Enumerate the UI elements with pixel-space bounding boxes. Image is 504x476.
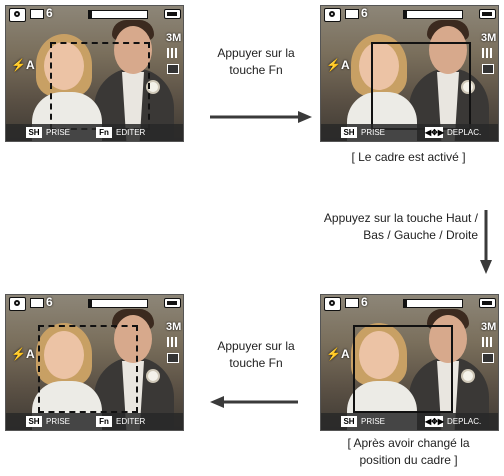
nav-key-label: DEPLAC. [447,128,482,137]
fn-key: Fn [96,127,112,138]
battery-icon [164,9,181,19]
instruction-line: Appuyer sur la [217,339,295,353]
focus-frame [353,325,453,413]
zoom-bar [403,10,463,19]
focus-frame [371,42,471,130]
nav-key: ◀✥▶ [425,416,445,427]
instruction-line: Appuyez sur la touche Haut / [323,211,478,225]
camera-screen-frame-active: 6 3M ⚡A SH PRISE ◀✥▶ DEPLAC. [320,5,499,142]
image-size-icon [30,298,44,308]
battery-icon [479,9,496,19]
metering-icon [167,64,179,74]
caption-frame-moved: [ Après avoir changé la position du cadr… [320,435,497,469]
camera-screen-initial: 6 3M ⚡A SH PRISE Fn EDITER [5,5,184,142]
focus-frame [38,325,138,413]
instruction-line: touche Fn [229,356,283,370]
shutter-key: SH [26,416,42,427]
fn-key-label: EDITER [116,417,146,426]
resolution-label: 3M [481,321,497,333]
status-bar: 6 [321,6,498,22]
shutter-key: SH [341,127,357,138]
fn-key-label: EDITER [116,128,146,137]
key-guide-bar: SH PRISE Fn EDITER [6,413,183,430]
shutter-key-label: PRISE [46,128,71,137]
flash-auto-icon: ⚡A [11,347,35,361]
zoom-bar [88,10,148,19]
quality-icon [167,48,179,58]
camera-screen-frame-moved: 6 3M ⚡A SH PRISE ◀✥▶ DEPLAC. [320,294,499,431]
arrow-down-icon [480,210,492,274]
camera-mode-icon [9,8,26,22]
quality-icon [167,337,179,347]
status-bar: 6 [321,295,498,311]
caption-frame-activated: [ Le cadre est activé ] [320,149,497,166]
shutter-key-label: PRISE [361,417,386,426]
focus-frame [50,42,150,130]
key-guide-bar: SH PRISE Fn EDITER [6,124,183,141]
flash-auto-icon: ⚡A [11,58,35,72]
caption-line: position du cadre ] [359,453,458,467]
instruction-line: touche Fn [229,63,283,77]
shot-count: 6 [46,6,53,20]
key-guide-bar: SH PRISE ◀✥▶ DEPLAC. [321,124,498,141]
shutter-key: SH [26,127,42,138]
nav-key: ◀✥▶ [425,127,445,138]
resolution-label: 3M [481,32,497,44]
instruction-line: Bas / Gauche / Droite [363,228,478,242]
arrow-right-icon [210,111,312,123]
instruction-line: Appuyer sur la [217,46,295,60]
shutter-key-label: PRISE [361,128,386,137]
camera-screen-result: 6 3M ⚡A SH PRISE Fn EDITER [5,294,184,431]
instruction-press-fn-bottom: Appuyer sur la touche Fn [196,338,316,372]
flash-auto-icon: ⚡A [326,58,350,72]
status-bar: 6 [6,6,183,22]
caption-line: [ Après avoir changé la [347,436,470,450]
image-size-icon [345,298,359,308]
nav-key-label: DEPLAC. [447,417,482,426]
image-size-icon [30,9,44,19]
metering-icon [167,353,179,363]
image-size-icon [345,9,359,19]
shot-count: 6 [361,295,368,309]
camera-mode-icon [9,297,26,311]
instruction-press-fn-top: Appuyer sur la touche Fn [196,45,316,79]
battery-icon [164,298,181,308]
quality-icon [482,337,494,347]
arrow-left-icon [210,396,298,408]
key-guide-bar: SH PRISE ◀✥▶ DEPLAC. [321,413,498,430]
camera-mode-icon [324,8,341,22]
instruction-arrow-keys: Appuyez sur la touche Haut / Bas / Gauch… [268,210,478,244]
caption-line: [ Le cadre est activé ] [351,150,466,164]
zoom-bar [88,299,148,308]
status-bar: 6 [6,295,183,311]
resolution-label: 3M [166,32,182,44]
flash-auto-icon: ⚡A [326,347,350,361]
shutter-key-label: PRISE [46,417,71,426]
shot-count: 6 [361,6,368,20]
camera-mode-icon [324,297,341,311]
metering-icon [482,353,494,363]
quality-icon [482,48,494,58]
metering-icon [482,64,494,74]
fn-key: Fn [96,416,112,427]
battery-icon [479,298,496,308]
resolution-label: 3M [166,321,182,333]
zoom-bar [403,299,463,308]
shot-count: 6 [46,295,53,309]
shutter-key: SH [341,416,357,427]
